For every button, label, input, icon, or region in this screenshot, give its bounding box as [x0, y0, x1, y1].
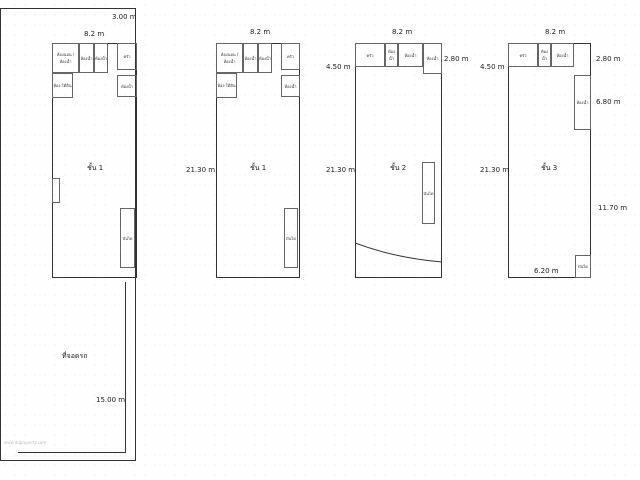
site-boundary-left [0, 8, 1, 460]
dim-label: 11.70 m [598, 204, 628, 212]
room: ห้องน้ำ [79, 43, 94, 73]
room: ครัว [355, 43, 385, 67]
floor-label: ชั้น 2 [390, 164, 407, 172]
parking-line-bottom [18, 452, 126, 453]
site-boundary-top [0, 8, 135, 9]
dim-label: 6.20 m [534, 267, 559, 275]
room: ครัว [281, 43, 300, 70]
room: ห้องน้ำ [423, 43, 442, 74]
dim-label: 8.2 m [250, 28, 271, 36]
floor-label: ชั้น 1 [87, 164, 104, 172]
dim-label: 2.80 m [444, 55, 469, 63]
dim-label: 8.2 m [84, 30, 105, 38]
stairs: บันได [284, 208, 298, 268]
room: ห้องนอน / ห้องน้ำ [216, 43, 243, 73]
room: ห้องน้ำ [243, 43, 258, 73]
dim-label: 15.00 m [96, 396, 126, 404]
dim-label: 4.50 m [326, 63, 351, 71]
dim-label: 3.00 m [112, 13, 137, 21]
cabinet [52, 178, 60, 203]
room: ห้องน้ำ [117, 75, 137, 97]
room: ห้องน้ำ [574, 75, 591, 130]
room: ห้อง ใต้ดิน [52, 73, 73, 98]
dim-label: 4.50 m [480, 63, 505, 71]
dim-label: 21.30 m [326, 166, 356, 174]
room: ห้อง น้ำ [385, 43, 398, 67]
watermark: www.ddproperty.com [4, 440, 47, 445]
floor-label: ชั้น 3 [541, 164, 558, 172]
room: ห้องน้ำ [398, 43, 423, 67]
dim-label: 8.2 m [545, 28, 566, 36]
parking-label: ที่จอดรถ [62, 352, 88, 360]
room: ห้องน้ำ [94, 43, 108, 73]
room: ห้องน้ำ [281, 75, 300, 97]
stairs: บันได [422, 162, 435, 224]
stairs: บันได [120, 208, 135, 268]
room: ห้อง ใต้ดิน [216, 73, 237, 98]
stairs: บันได [575, 255, 591, 278]
dim-label: 21.30 m [186, 166, 216, 174]
room: ห้อง น้ำ [538, 43, 551, 67]
dim-label: 21.30 m [480, 166, 510, 174]
curved-wall [355, 242, 442, 263]
site-boundary-bottom [0, 460, 136, 461]
site-boundary-right [135, 8, 136, 460]
room: ห้องน้ำ [258, 43, 272, 73]
dim-label: 8.2 m [392, 28, 413, 36]
room: ครัว [508, 43, 538, 67]
room: ครัว [117, 43, 137, 70]
parking-line [125, 282, 126, 452]
dim-label: 2.80 m [596, 55, 621, 63]
room: ห้องนอน / ห้องน้ำ [52, 43, 79, 73]
room: ห้องน้ำ [551, 43, 574, 67]
dim-label: 6.80 m [596, 98, 621, 106]
floor-label: ชั้น 1 [250, 164, 267, 172]
